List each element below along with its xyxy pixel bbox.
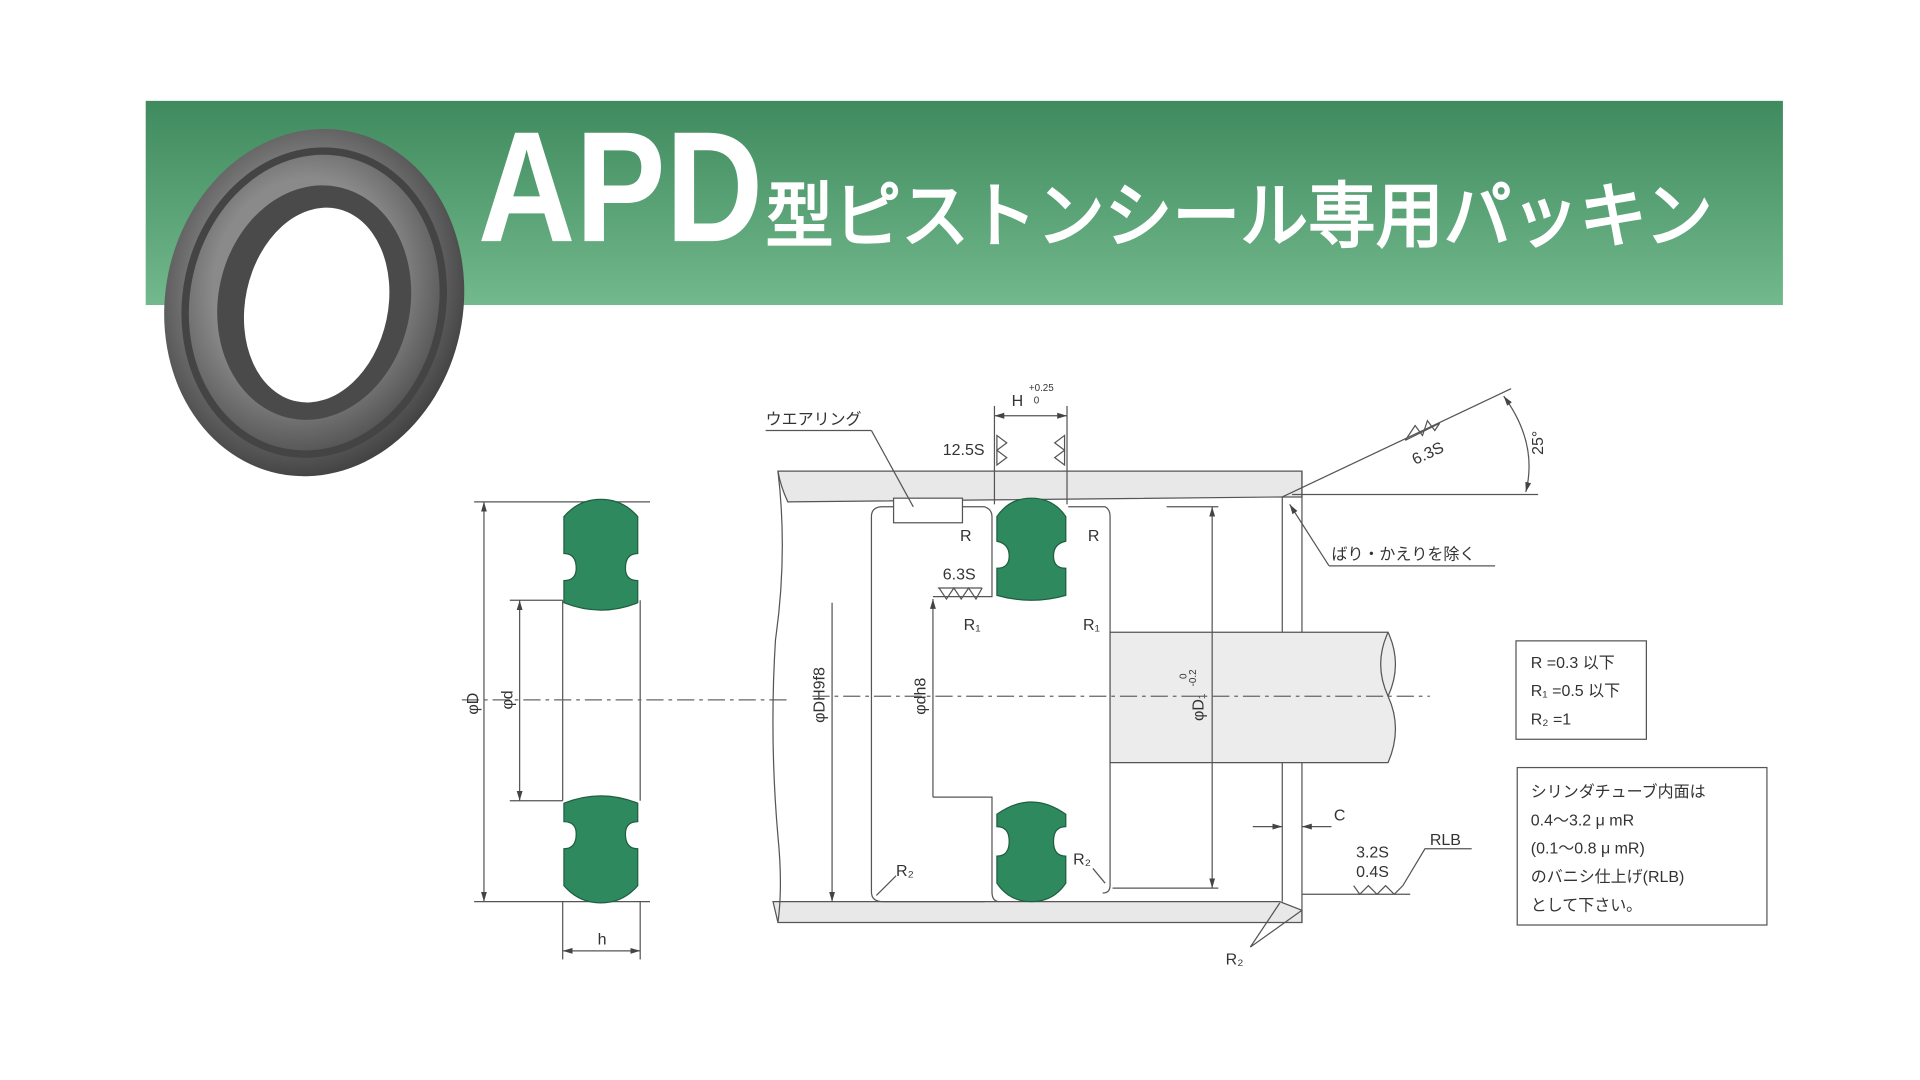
note-tube-line: のバニシ仕上げ(RLB) [1531, 868, 1685, 886]
tube-finish-notes-box: シリンダチューブ内面は 0.4〜3.2 μ mR (0.1〜0.8 μ mR) … [1516, 766, 1768, 926]
product-subtitle: 型ピストンシール専用パッキン [766, 175, 1713, 258]
chamfer-angle: 25° [1530, 431, 1547, 455]
phi-D1-tol-lower: -0.2 [1188, 669, 1199, 686]
phi-D-label: φD [465, 693, 482, 715]
wear-ring [892, 497, 964, 524]
phi-DH-label: φDH9f8 [812, 667, 829, 723]
c-label: C [1334, 807, 1346, 824]
finish-bore-1: 3.2S [1356, 844, 1389, 861]
wear-ring-label: ウエアリング [766, 410, 862, 428]
deburr-note: ばり・かえりを除く [1331, 546, 1475, 564]
note-radius-r1: R₁ =0.5 以下 [1531, 683, 1620, 700]
note-tube-line: として下さい。 [1531, 896, 1642, 914]
groove-tol-upper: +0.25 [1029, 383, 1054, 394]
note-tube-line: シリンダチューブ内面は [1531, 782, 1706, 801]
r-label-right: R [1088, 528, 1100, 545]
radius-notes-box: R =0.3 以下 R₁ =0.5 以下 R₂ =1 [1515, 640, 1647, 740]
seal-cross-section: φD φd h [461, 498, 788, 960]
r1-label-left: R₁ [964, 617, 981, 634]
finish-groove-bottom: 6.3S [943, 566, 976, 583]
r2-label-right: R₂ [1073, 852, 1091, 869]
groove-width-label: H [1012, 393, 1024, 410]
groove-tol-lower: 0 [1034, 395, 1040, 406]
finish-groove-side: 12.5S [943, 442, 985, 459]
phi-d-label: φd [499, 690, 516, 709]
phi-D1-tol-upper: 0 [1178, 673, 1189, 679]
rlb-label: RLB [1430, 832, 1461, 849]
r2-label-left: R₂ [896, 863, 914, 880]
h-label: h [598, 932, 607, 949]
note-radius-r: R =0.3 以下 [1531, 655, 1615, 672]
r-label-left: R [960, 528, 972, 545]
r2-label-bottom: R₂ [1226, 951, 1244, 968]
note-tube-line: 0.4〜3.2 μ mR [1531, 812, 1634, 829]
seal-photo [164, 128, 465, 477]
finish-symbol [995, 434, 1066, 467]
finish-chamfer: 6.3S [1410, 439, 1447, 468]
groove-assembly-drawing: H +0.25 0 12.5S ウエアリング R R R₁ R₁ 6.3S φd… [766, 383, 1547, 968]
note-radius-r2: R₂ =1 [1531, 712, 1572, 729]
r1-label-right: R₁ [1083, 617, 1100, 634]
model-title: APD [478, 99, 763, 275]
note-tube-line: (0.1〜0.8 μ mR) [1531, 841, 1645, 858]
finish-bore-2: 0.4S [1356, 864, 1389, 881]
phi-D1-label: φD₁ [1191, 694, 1208, 721]
